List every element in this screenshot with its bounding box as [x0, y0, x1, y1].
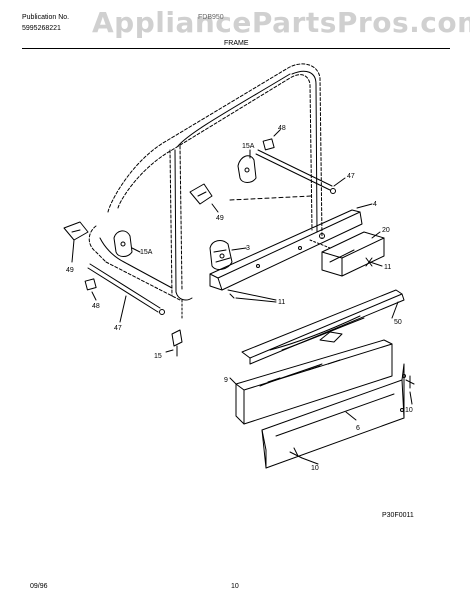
- label-15a-lower: 15A: [140, 249, 153, 256]
- header-divider: [22, 48, 450, 49]
- label-10-lower: 10: [311, 465, 319, 472]
- screw-10-lower: [289, 447, 303, 459]
- label-11-right: 11: [384, 264, 391, 271]
- frame-assembly: [88, 63, 323, 301]
- pad-48-lower: [84, 278, 97, 291]
- screw-15: [171, 329, 183, 357]
- section-title: FRAME: [224, 40, 249, 47]
- label-48-upper: 48: [278, 125, 286, 132]
- publication-number: 5995268221: [22, 25, 61, 32]
- footer-date: 09/96: [30, 583, 48, 590]
- wedge-49-lower: [63, 221, 89, 241]
- label-10-right: 10: [405, 407, 413, 414]
- footer-page-number: 10: [231, 583, 239, 590]
- label-47-upper: 47: [347, 173, 355, 180]
- kickplate-9: [235, 339, 393, 425]
- clip-15a-lower: [113, 230, 133, 257]
- rod-47-upper: [255, 149, 336, 194]
- label-3: 3: [246, 245, 250, 252]
- label-6: 6: [356, 425, 360, 432]
- screw-11-right: [365, 257, 383, 267]
- watermark: AppliancePartsPros.com: [92, 6, 470, 39]
- label-20: 20: [382, 227, 390, 234]
- panel-50: [241, 289, 405, 365]
- kickplate-6: [261, 363, 406, 469]
- clip-15a-upper: [237, 155, 257, 183]
- part-labels: 4 15A 48 47 3 20 11 49 15A 49 48 47 11 5…: [66, 125, 413, 472]
- label-49-upper: 49: [216, 215, 224, 222]
- label-4: 4: [373, 201, 377, 208]
- figure-code: P30F0011: [382, 512, 414, 519]
- pad-48-upper: [262, 138, 275, 151]
- label-15: 15: [154, 353, 162, 360]
- upper-rail: [209, 209, 363, 291]
- label-11-lower: 11: [278, 299, 285, 306]
- latch-part-3: [209, 240, 247, 270]
- bracket: [321, 231, 385, 277]
- label-9: 9: [224, 377, 228, 384]
- screw-10-right: [405, 375, 415, 389]
- label-49-lower: 49: [66, 267, 74, 274]
- rod-47-lower: [87, 263, 165, 315]
- label-47-lower: 47: [114, 325, 122, 332]
- publication-label: Publication No.: [22, 14, 70, 21]
- label-48-lower: 48: [92, 303, 100, 310]
- wedge-49-upper: [189, 183, 213, 205]
- label-15a-upper: 15A: [242, 143, 255, 150]
- model-number: FDB950: [198, 14, 224, 21]
- label-50: 50: [394, 319, 402, 326]
